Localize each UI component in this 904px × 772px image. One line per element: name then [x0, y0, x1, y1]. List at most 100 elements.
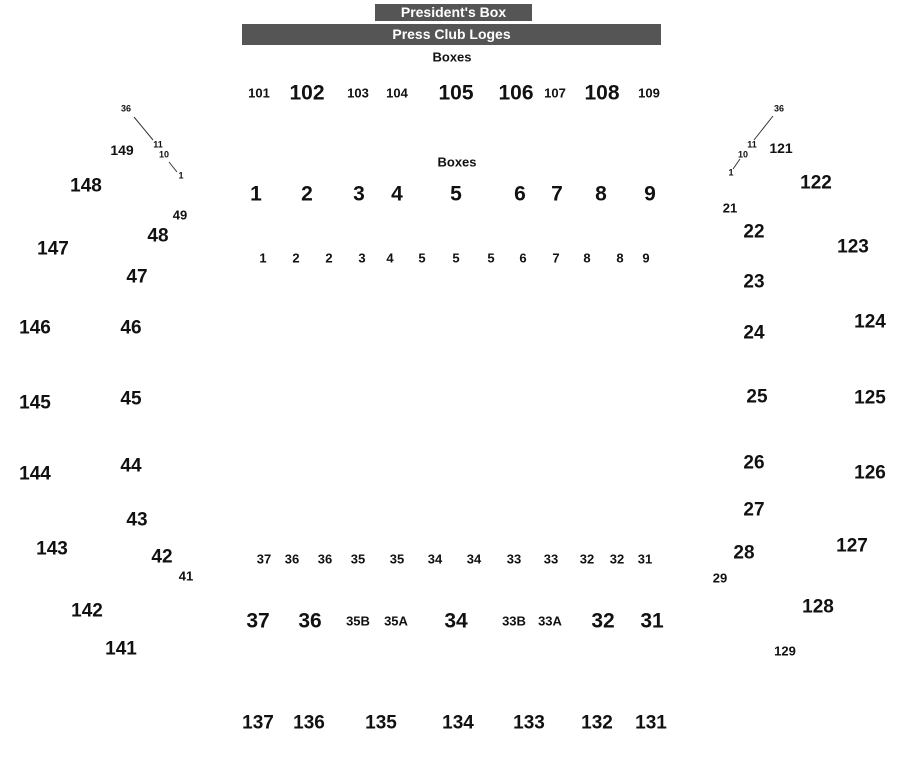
- section-105[interactable]: 105: [438, 81, 474, 105]
- section-122[interactable]: 122: [800, 172, 832, 194]
- field-box[interactable]: 5: [418, 250, 426, 266]
- section-46[interactable]: 46: [120, 317, 142, 339]
- section-142[interactable]: 142: [71, 600, 103, 622]
- field-box[interactable]: 7: [552, 250, 560, 266]
- section-149[interactable]: 149: [110, 142, 134, 158]
- section-109[interactable]: 109: [638, 85, 660, 101]
- section-101[interactable]: 101: [248, 85, 270, 101]
- field-box[interactable]: 6: [519, 250, 527, 266]
- section-45[interactable]: 45: [120, 388, 142, 410]
- press-club-loges-banner[interactable]: Press Club Loges: [242, 24, 661, 45]
- box-6[interactable]: 6: [514, 182, 526, 206]
- section-28[interactable]: 28: [733, 542, 755, 564]
- section-129[interactable]: 129: [774, 643, 796, 659]
- box-4[interactable]: 4: [391, 182, 403, 206]
- section-33b[interactable]: 33B: [502, 613, 526, 629]
- field-box[interactable]: 1: [259, 250, 267, 266]
- section-148[interactable]: 148: [70, 175, 102, 197]
- section-22[interactable]: 22: [743, 221, 765, 243]
- field-box[interactable]: 5: [487, 250, 495, 266]
- field-box[interactable]: 9: [642, 250, 650, 266]
- section-29[interactable]: 29: [712, 570, 728, 586]
- presidents-box-banner[interactable]: President's Box: [375, 4, 532, 21]
- section-44[interactable]: 44: [120, 455, 142, 477]
- section-43[interactable]: 43: [126, 509, 148, 531]
- section-135[interactable]: 135: [365, 712, 397, 734]
- section-121[interactable]: 121: [769, 140, 793, 156]
- section-23[interactable]: 23: [743, 271, 765, 293]
- box-8[interactable]: 8: [595, 182, 607, 206]
- section-123[interactable]: 123: [837, 236, 869, 258]
- section-21[interactable]: 21: [722, 200, 738, 216]
- section-106[interactable]: 106: [498, 81, 534, 105]
- section-24[interactable]: 24: [743, 322, 765, 344]
- field-box[interactable]: 8: [583, 250, 591, 266]
- section-147[interactable]: 147: [37, 238, 69, 260]
- section-42[interactable]: 42: [151, 546, 173, 568]
- bottom-box[interactable]: 35: [350, 551, 366, 567]
- bottom-box[interactable]: 31: [637, 551, 653, 567]
- bottom-box[interactable]: 33: [506, 551, 522, 567]
- section-124[interactable]: 124: [854, 311, 886, 333]
- section-32[interactable]: 32: [591, 609, 615, 633]
- bottom-box[interactable]: 36: [317, 551, 333, 567]
- section-133[interactable]: 133: [513, 712, 545, 734]
- box-5[interactable]: 5: [450, 182, 462, 206]
- boxes-upper-heading: Boxes: [432, 49, 472, 65]
- section-127[interactable]: 127: [836, 535, 868, 557]
- field-box[interactable]: 2: [325, 250, 333, 266]
- section-34[interactable]: 34: [444, 609, 468, 633]
- section-102[interactable]: 102: [289, 81, 325, 105]
- bottom-box[interactable]: 33: [543, 551, 559, 567]
- section-35a[interactable]: 35A: [384, 613, 408, 629]
- bottom-box[interactable]: 34: [427, 551, 443, 567]
- section-134[interactable]: 134: [442, 712, 474, 734]
- section-36[interactable]: 36: [298, 609, 322, 633]
- section-108[interactable]: 108: [584, 81, 620, 105]
- section-131[interactable]: 131: [635, 712, 667, 734]
- field-box[interactable]: 8: [616, 250, 624, 266]
- section-146[interactable]: 146: [19, 317, 51, 339]
- section-143[interactable]: 143: [36, 538, 68, 560]
- box-9[interactable]: 9: [644, 182, 656, 206]
- section-27[interactable]: 27: [743, 499, 765, 521]
- section-25[interactable]: 25: [746, 386, 768, 408]
- box-3[interactable]: 3: [353, 182, 365, 206]
- section-132[interactable]: 132: [581, 712, 613, 734]
- section-141[interactable]: 141: [105, 638, 137, 660]
- box-1[interactable]: 1: [250, 182, 262, 206]
- box-2[interactable]: 2: [301, 182, 313, 206]
- section-49[interactable]: 49: [172, 207, 188, 223]
- section-145[interactable]: 145: [19, 392, 51, 414]
- bottom-box[interactable]: 32: [609, 551, 625, 567]
- bottom-box[interactable]: 34: [466, 551, 482, 567]
- section-107[interactable]: 107: [544, 85, 566, 101]
- field-box[interactable]: 5: [452, 250, 460, 266]
- bottom-box[interactable]: 32: [579, 551, 595, 567]
- right-connector-upper: [753, 115, 774, 141]
- bottom-box[interactable]: 35: [389, 551, 405, 567]
- box-7[interactable]: 7: [551, 182, 563, 206]
- section-37[interactable]: 37: [246, 609, 270, 633]
- section-125[interactable]: 125: [854, 387, 886, 409]
- section-35b[interactable]: 35B: [346, 613, 370, 629]
- section-47[interactable]: 47: [126, 266, 148, 288]
- section-26[interactable]: 26: [743, 452, 765, 474]
- section-137[interactable]: 137: [242, 712, 274, 734]
- field-box[interactable]: 3: [358, 250, 366, 266]
- section-104[interactable]: 104: [386, 85, 408, 101]
- section-144[interactable]: 144: [19, 463, 51, 485]
- section-48[interactable]: 48: [147, 225, 169, 247]
- bottom-box[interactable]: 37: [256, 551, 272, 567]
- section-31[interactable]: 31: [640, 609, 664, 633]
- section-103[interactable]: 103: [347, 85, 369, 101]
- field-box[interactable]: 4: [386, 250, 394, 266]
- section-136[interactable]: 136: [293, 712, 325, 734]
- bottom-box[interactable]: 36: [284, 551, 300, 567]
- section-41[interactable]: 41: [178, 568, 194, 584]
- section-126[interactable]: 126: [854, 462, 886, 484]
- section-128[interactable]: 128: [802, 596, 834, 618]
- field-box[interactable]: 2: [292, 250, 300, 266]
- section-33a[interactable]: 33A: [538, 613, 562, 629]
